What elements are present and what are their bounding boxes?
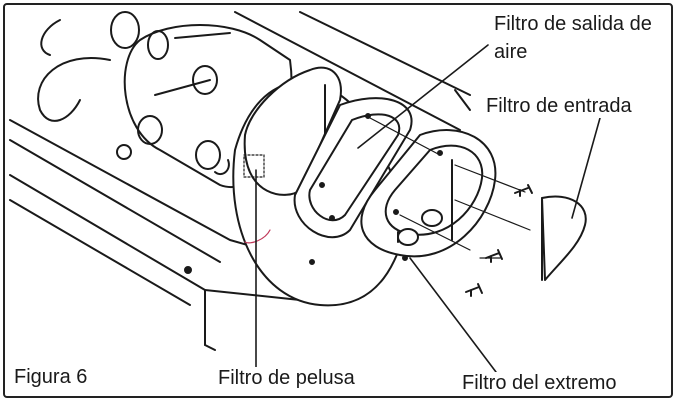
label-inlet-filter: Filtro de entrada xyxy=(486,95,632,118)
screws xyxy=(465,184,533,297)
figure-caption: Figura 6 xyxy=(14,366,88,389)
inlet-filter xyxy=(541,195,587,281)
callout-leader-lines xyxy=(255,44,601,373)
figure-border xyxy=(3,3,673,398)
outlet-filter-plate xyxy=(293,97,413,239)
label-lint-filter: Filtro de pelusa xyxy=(218,367,355,390)
label-outlet-filter: Filtro de salida de aire xyxy=(494,13,652,63)
end-filter-bracket xyxy=(360,129,497,261)
label-end-filter: Filtro del extremo xyxy=(462,372,617,395)
assembly-guide-lines xyxy=(369,117,531,259)
